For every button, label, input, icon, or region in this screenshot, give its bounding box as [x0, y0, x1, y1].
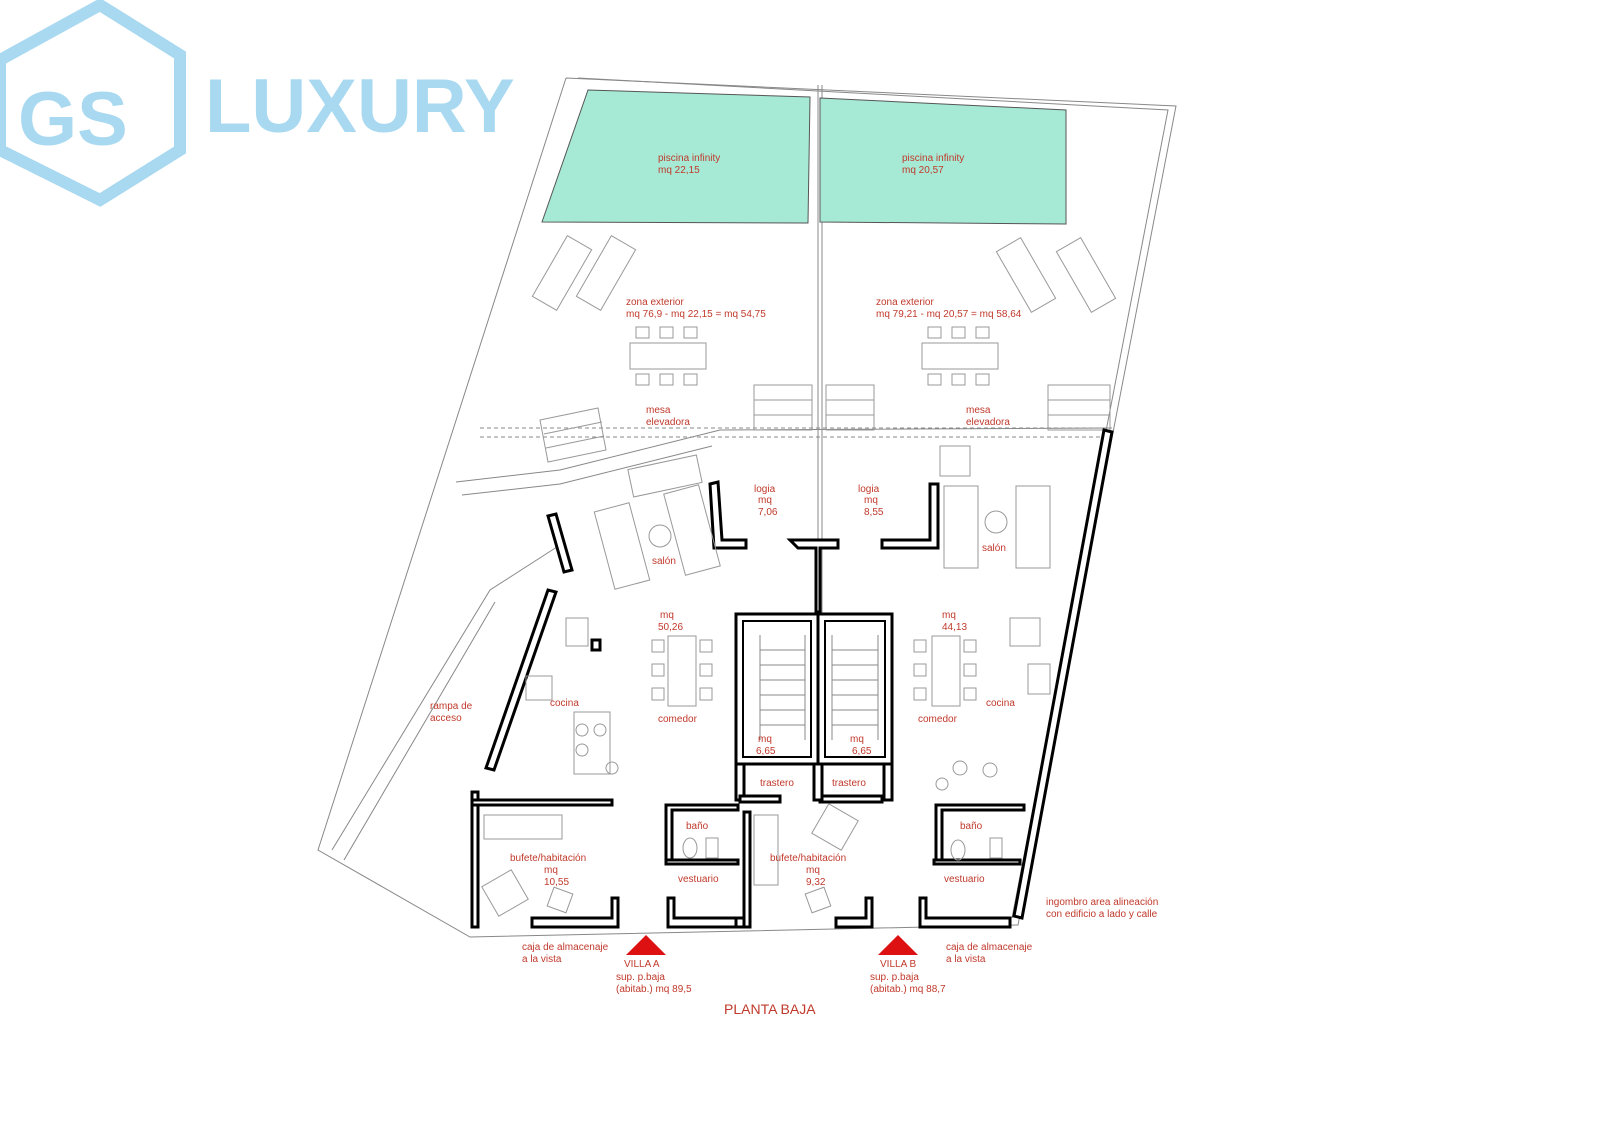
ingombro-line1: ingombro area alineación — [1046, 897, 1158, 908]
exterior-a-area: mq 76,9 - mq 22,15 = mq 54,75 — [626, 309, 766, 320]
pool-a-name: piscina infinity — [658, 153, 720, 164]
comedor-b: comedor — [918, 714, 958, 725]
villa-b-sup2: (abitab.) mq 88,7 — [870, 984, 946, 995]
trastero-b: trastero — [832, 778, 866, 789]
logia-a-line1: logia — [754, 484, 776, 495]
exterior-a-name: zona exterior — [626, 297, 684, 308]
vestuario-b: vestuario — [944, 874, 985, 885]
logia-a-line2: mq — [758, 495, 772, 506]
logo-mark: GS — [18, 77, 128, 162]
villa-a-marker-icon — [626, 935, 666, 955]
pool-villa-a — [541, 89, 811, 224]
logo-hexagon-icon — [0, 0, 186, 207]
cocina-b: cocina — [986, 698, 1015, 709]
pool-villa-b — [819, 97, 1067, 225]
logia-b-line3: 8,55 — [864, 507, 884, 518]
bufete-a-name: bufete/habitación — [510, 853, 586, 864]
living-b-mq: mq — [942, 610, 956, 621]
villa-b-name: VILLA B — [880, 959, 916, 970]
stair-b-mq: mq — [850, 734, 864, 745]
living-b-area: 44,13 — [942, 622, 967, 633]
bufete-b-area: 9,32 — [806, 877, 826, 888]
caja-b-line2: a la vista — [946, 954, 986, 965]
villa-a-sup2: (abitab.) mq 89,5 — [616, 984, 692, 995]
interior-furniture — [481, 445, 1051, 917]
villa-b-marker-icon — [878, 935, 918, 955]
logia-b-line2: mq — [864, 495, 878, 506]
caja-b-line1: caja de almacenaje — [946, 942, 1033, 953]
bano-b: baño — [960, 821, 983, 832]
stair-b-area: 6,65 — [852, 746, 872, 757]
villa-a-name: VILLA A — [624, 959, 660, 970]
rampa-line1: rampa de — [430, 701, 473, 712]
living-a-mq: mq — [660, 610, 674, 621]
plan-title: PLANTA BAJA — [724, 1001, 816, 1017]
exterior-b-area: mq 79,21 - mq 20,57 = mq 58,64 — [876, 309, 1022, 320]
villa-b-labels: piscina infinity mq 20,57 zona exterior … — [770, 153, 1033, 995]
rampa-line2: acceso — [430, 713, 462, 724]
logo-word: LUXURY — [205, 64, 515, 149]
logia-a-line3: 7,06 — [758, 507, 778, 518]
bufete-a-mq: mq — [544, 865, 558, 876]
mesa-b-line2: elevadora — [966, 417, 1010, 428]
caja-a-line2: a la vista — [522, 954, 562, 965]
trastero-a: trastero — [760, 778, 794, 789]
mesa-a-line1: mesa — [646, 405, 671, 416]
ingombro-line2: con edificio a lado y calle — [1046, 909, 1158, 920]
pool-b-name: piscina infinity — [902, 153, 964, 164]
stair-a-area: 6,65 — [756, 746, 776, 757]
villa-b-sup1: sup. p.baja — [870, 972, 919, 983]
bufete-a-area: 10,55 — [544, 877, 569, 888]
villa-a-labels: piscina infinity mq 22,15 zona exterior … — [510, 153, 794, 995]
mesa-b-line1: mesa — [966, 405, 991, 416]
villa-a-sup1: sup. p.baja — [616, 972, 665, 983]
mesa-a-line2: elevadora — [646, 417, 690, 428]
exterior-steps — [539, 384, 1111, 463]
bufete-b-mq: mq — [806, 865, 820, 876]
cocina-a: cocina — [550, 698, 579, 709]
stairs — [759, 635, 879, 740]
logia-b-line1: logia — [858, 484, 880, 495]
brand-logo: GS LUXURY — [0, 0, 515, 207]
salon-a: salón — [652, 556, 676, 567]
vestuario-a: vestuario — [678, 874, 719, 885]
exterior-b-name: zona exterior — [876, 297, 934, 308]
living-a-area: 50,26 — [658, 622, 683, 633]
sun-loungers — [531, 235, 1117, 313]
stair-a-mq: mq — [758, 734, 772, 745]
caja-a-line1: caja de almacenaje — [522, 942, 609, 953]
building-walls — [470, 428, 1114, 929]
comedor-a: comedor — [658, 714, 698, 725]
pool-a-area: mq 22,15 — [658, 165, 700, 176]
bano-a: baño — [686, 821, 709, 832]
pool-b-area: mq 20,57 — [902, 165, 944, 176]
outdoor-tables — [629, 326, 999, 386]
salon-b: salón — [982, 543, 1006, 554]
bufete-b-name: bufete/habitación — [770, 853, 846, 864]
